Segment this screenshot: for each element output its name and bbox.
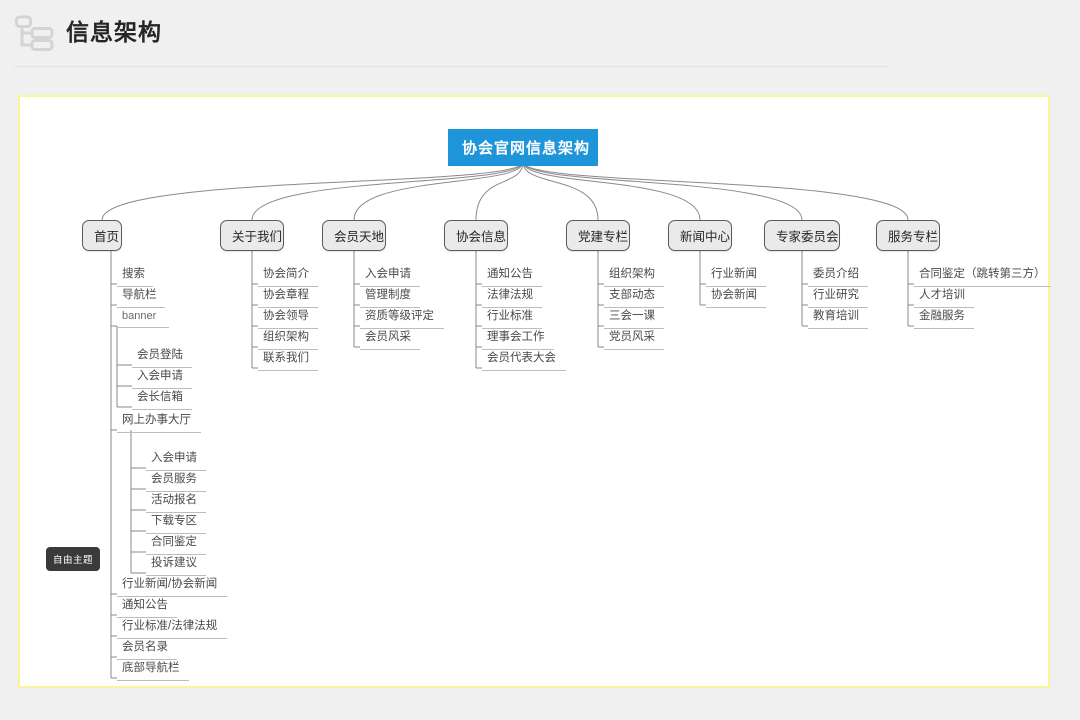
leaf-node-2-0[interactable]: 入会申请 [360, 265, 420, 287]
leaf-node-0-8[interactable]: 会员服务 [146, 470, 206, 492]
leaf-node-0-15[interactable]: 行业标准/法律法规 [117, 617, 227, 639]
leaf-node-1-0[interactable]: 协会简介 [258, 265, 318, 287]
leaf-node-3-0[interactable]: 通知公告 [482, 265, 542, 287]
branch-node-3[interactable]: 协会信息 [444, 220, 508, 251]
leaf-node-5-0[interactable]: 行业新闻 [706, 265, 766, 287]
header-divider [14, 66, 888, 67]
leaf-node-6-0[interactable]: 委员介绍 [808, 265, 868, 287]
leaf-node-0-9[interactable]: 活动报名 [146, 491, 206, 513]
leaf-node-2-1[interactable]: 管理制度 [360, 286, 420, 308]
leaf-node-4-3[interactable]: 党员风采 [604, 328, 664, 350]
leaf-node-2-3[interactable]: 会员风采 [360, 328, 420, 350]
leaf-node-2-2[interactable]: 资质等级评定 [360, 307, 444, 329]
leaf-node-0-7[interactable]: 入会申请 [146, 449, 206, 471]
leaf-node-0-16[interactable]: 会员名录 [117, 638, 177, 660]
leaf-node-0-14[interactable]: 通知公告 [117, 596, 177, 618]
branch-node-0[interactable]: 首页 [82, 220, 122, 251]
leaf-node-6-1[interactable]: 行业研究 [808, 286, 868, 308]
leaf-node-4-1[interactable]: 支部动态 [604, 286, 664, 308]
leaf-node-4-2[interactable]: 三会一课 [604, 307, 664, 329]
leaf-node-0-6[interactable]: 网上办事大厅 [117, 411, 201, 433]
branch-node-1[interactable]: 关于我们 [220, 220, 284, 251]
leaf-node-0-11[interactable]: 合同鉴定 [146, 533, 206, 555]
leaf-node-7-2[interactable]: 金融服务 [914, 307, 974, 329]
branch-node-2[interactable]: 会员天地 [322, 220, 386, 251]
leaf-node-0-10[interactable]: 下载专区 [146, 512, 206, 534]
leaf-node-0-2[interactable]: banner [117, 307, 169, 328]
leaf-node-0-17[interactable]: 底部导航栏 [117, 659, 189, 681]
leaf-node-3-4[interactable]: 会员代表大会 [482, 349, 566, 371]
leaf-node-7-0[interactable]: 合同鉴定（跳转第三方） [914, 265, 1051, 287]
branch-node-4[interactable]: 党建专栏 [566, 220, 630, 251]
leaf-node-6-2[interactable]: 教育培训 [808, 307, 868, 329]
leaf-node-1-1[interactable]: 协会章程 [258, 286, 318, 308]
page-header: 信息架构 [0, 0, 1080, 68]
leaf-node-3-1[interactable]: 法律法规 [482, 286, 542, 308]
leaf-node-4-0[interactable]: 组织架构 [604, 265, 664, 287]
leaf-node-0-0[interactable]: 搜索 [117, 265, 153, 287]
leaf-node-1-3[interactable]: 组织架构 [258, 328, 318, 350]
branch-node-7[interactable]: 服务专栏 [876, 220, 940, 251]
leaf-node-5-1[interactable]: 协会新闻 [706, 286, 766, 308]
branch-node-5[interactable]: 新闻中心 [668, 220, 732, 251]
leaf-node-0-3[interactable]: 会员登陆 [132, 346, 192, 368]
free-topic-badge[interactable]: 自由主题 [46, 547, 101, 571]
leaf-node-7-1[interactable]: 人才培训 [914, 286, 974, 308]
leaf-node-3-3[interactable]: 理事会工作 [482, 328, 554, 350]
leaf-node-0-1[interactable]: 导航栏 [117, 286, 165, 308]
sitemap-icon [14, 14, 54, 52]
branch-node-6[interactable]: 专家委员会 [764, 220, 840, 251]
leaf-node-0-13[interactable]: 行业新闻/协会新闻 [117, 575, 227, 597]
leaf-node-0-5[interactable]: 会长信箱 [132, 388, 192, 410]
leaf-node-0-12[interactable]: 投诉建议 [146, 554, 206, 576]
root-node[interactable]: 协会官网信息架构 [448, 129, 598, 166]
leaf-node-0-4[interactable]: 入会申请 [132, 367, 192, 389]
leaf-node-1-2[interactable]: 协会领导 [258, 307, 318, 329]
page-title: 信息架构 [66, 18, 162, 45]
leaf-node-1-4[interactable]: 联系我们 [258, 349, 318, 371]
leaf-node-3-2[interactable]: 行业标准 [482, 307, 542, 329]
